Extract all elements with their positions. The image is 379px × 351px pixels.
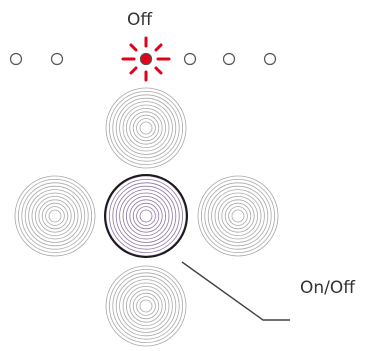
button-down[interactable] <box>105 265 187 347</box>
indicator-led-row <box>9 36 277 82</box>
button-right[interactable] <box>197 175 279 257</box>
indicator-led <box>50 52 64 66</box>
indicator-led <box>183 52 197 66</box>
button-up[interactable] <box>105 87 187 169</box>
button-center-on-off[interactable] <box>104 174 188 258</box>
status-label: Off <box>127 10 153 30</box>
indicator-led <box>263 52 277 66</box>
button-pad <box>14 87 279 347</box>
button-left[interactable] <box>14 175 96 257</box>
indicator-led <box>139 52 153 66</box>
callout-line <box>181 261 290 321</box>
indicator-led-active <box>121 36 171 82</box>
indicator-led <box>9 52 23 66</box>
callout-label-on-off: On/Off <box>300 278 355 298</box>
indicator-led <box>222 52 236 66</box>
